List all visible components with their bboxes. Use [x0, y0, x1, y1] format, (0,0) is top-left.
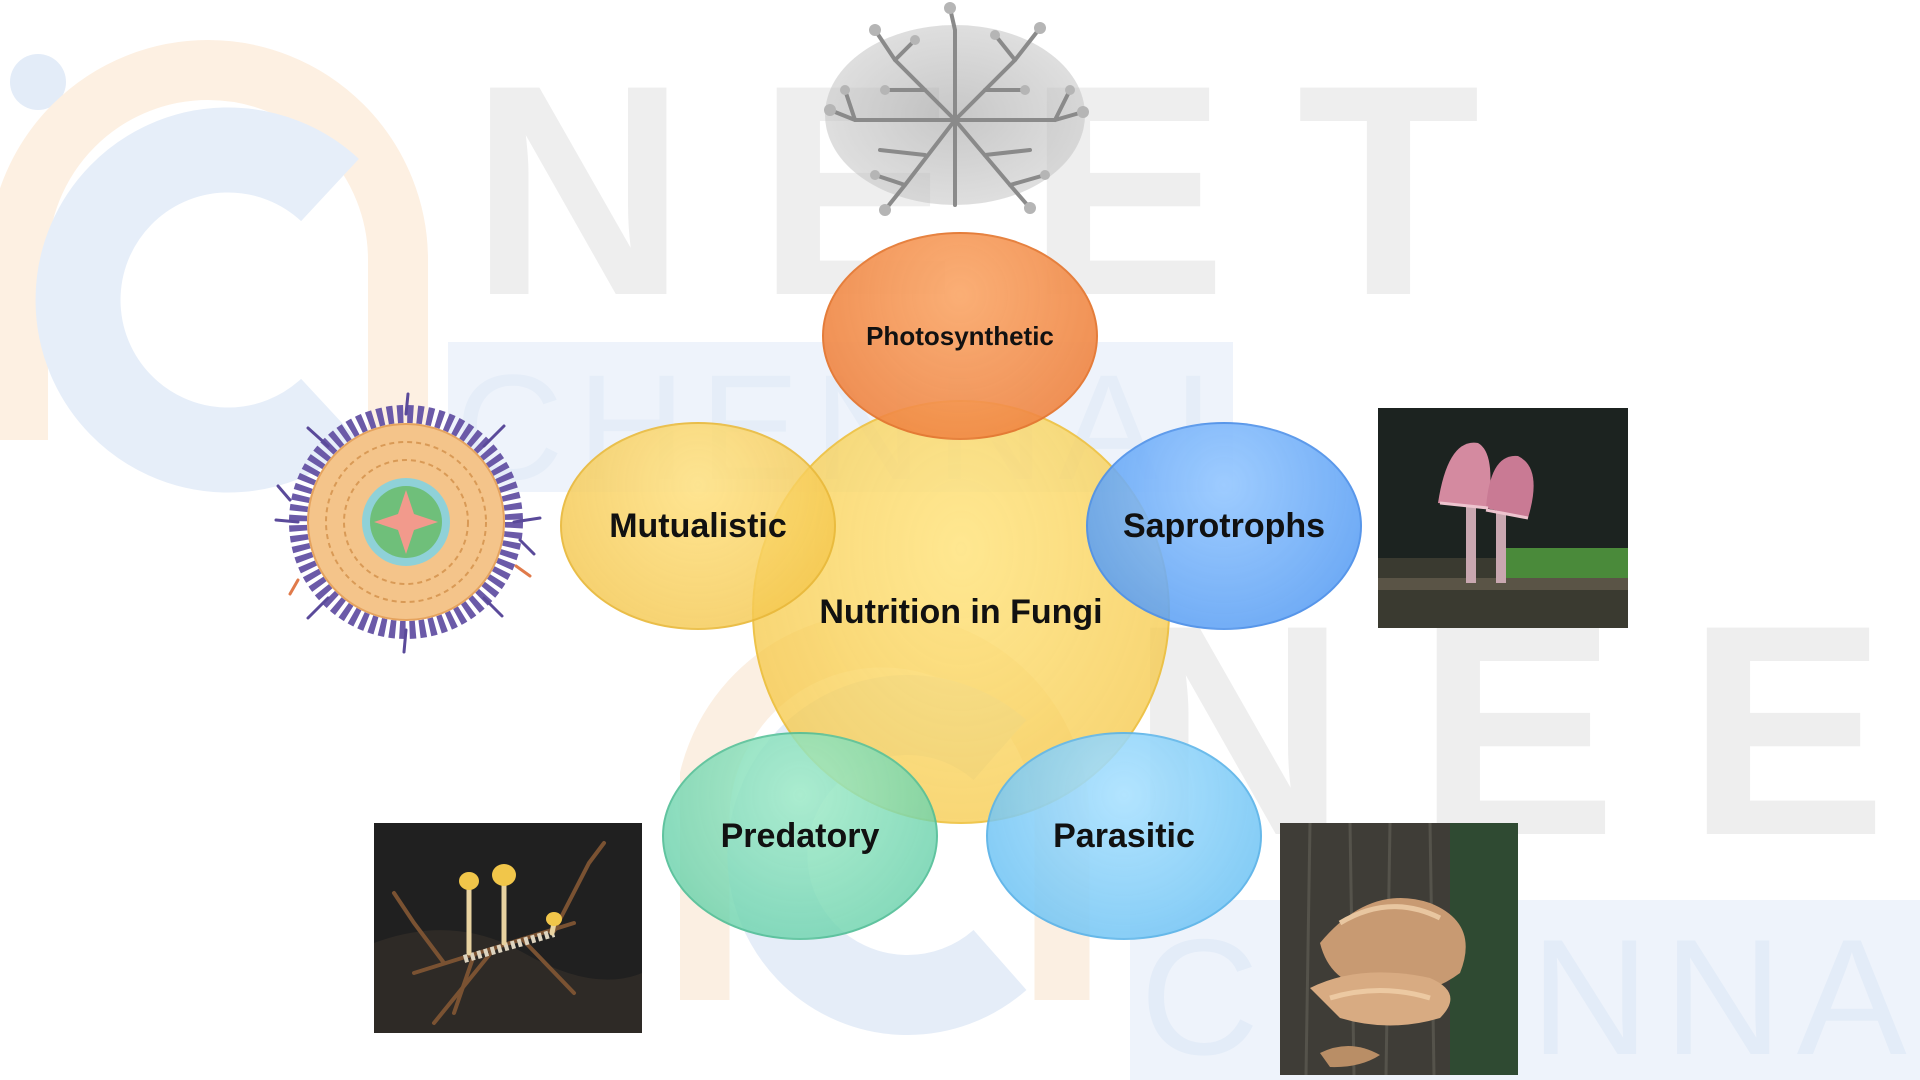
parasitic-bracket-fungus-photo — [1280, 823, 1518, 1075]
saprotrophs-mushroom-photo — [1378, 408, 1628, 628]
mycorrhiza-root-illustration — [268, 390, 548, 660]
lichen-illustration — [815, 0, 1095, 222]
watermark-band-2 — [1130, 900, 1920, 1080]
node-saprotrophs-label: Saprotrophs — [1122, 506, 1326, 545]
node-mutualistic-label: Mutualistic — [609, 506, 787, 545]
node-parasitic[interactable]: Parasitic — [986, 732, 1262, 940]
predatory-insect-photo — [374, 823, 642, 1033]
node-photosynthetic[interactable]: Photosynthetic — [822, 232, 1098, 440]
node-parasitic-label: Parasitic — [1053, 816, 1195, 855]
center-node-label: Nutrition in Fungi — [819, 592, 1103, 631]
watermark-chennai-text-2: CHENNAI — [1140, 905, 1920, 1080]
node-predatory-label: Predatory — [720, 816, 880, 855]
node-photosynthetic-label: Photosynthetic — [866, 320, 1054, 351]
node-saprotrophs[interactable]: Saprotrophs — [1086, 422, 1362, 630]
node-mutualistic[interactable]: Mutualistic — [560, 422, 836, 630]
node-predatory[interactable]: Predatory — [662, 732, 938, 940]
